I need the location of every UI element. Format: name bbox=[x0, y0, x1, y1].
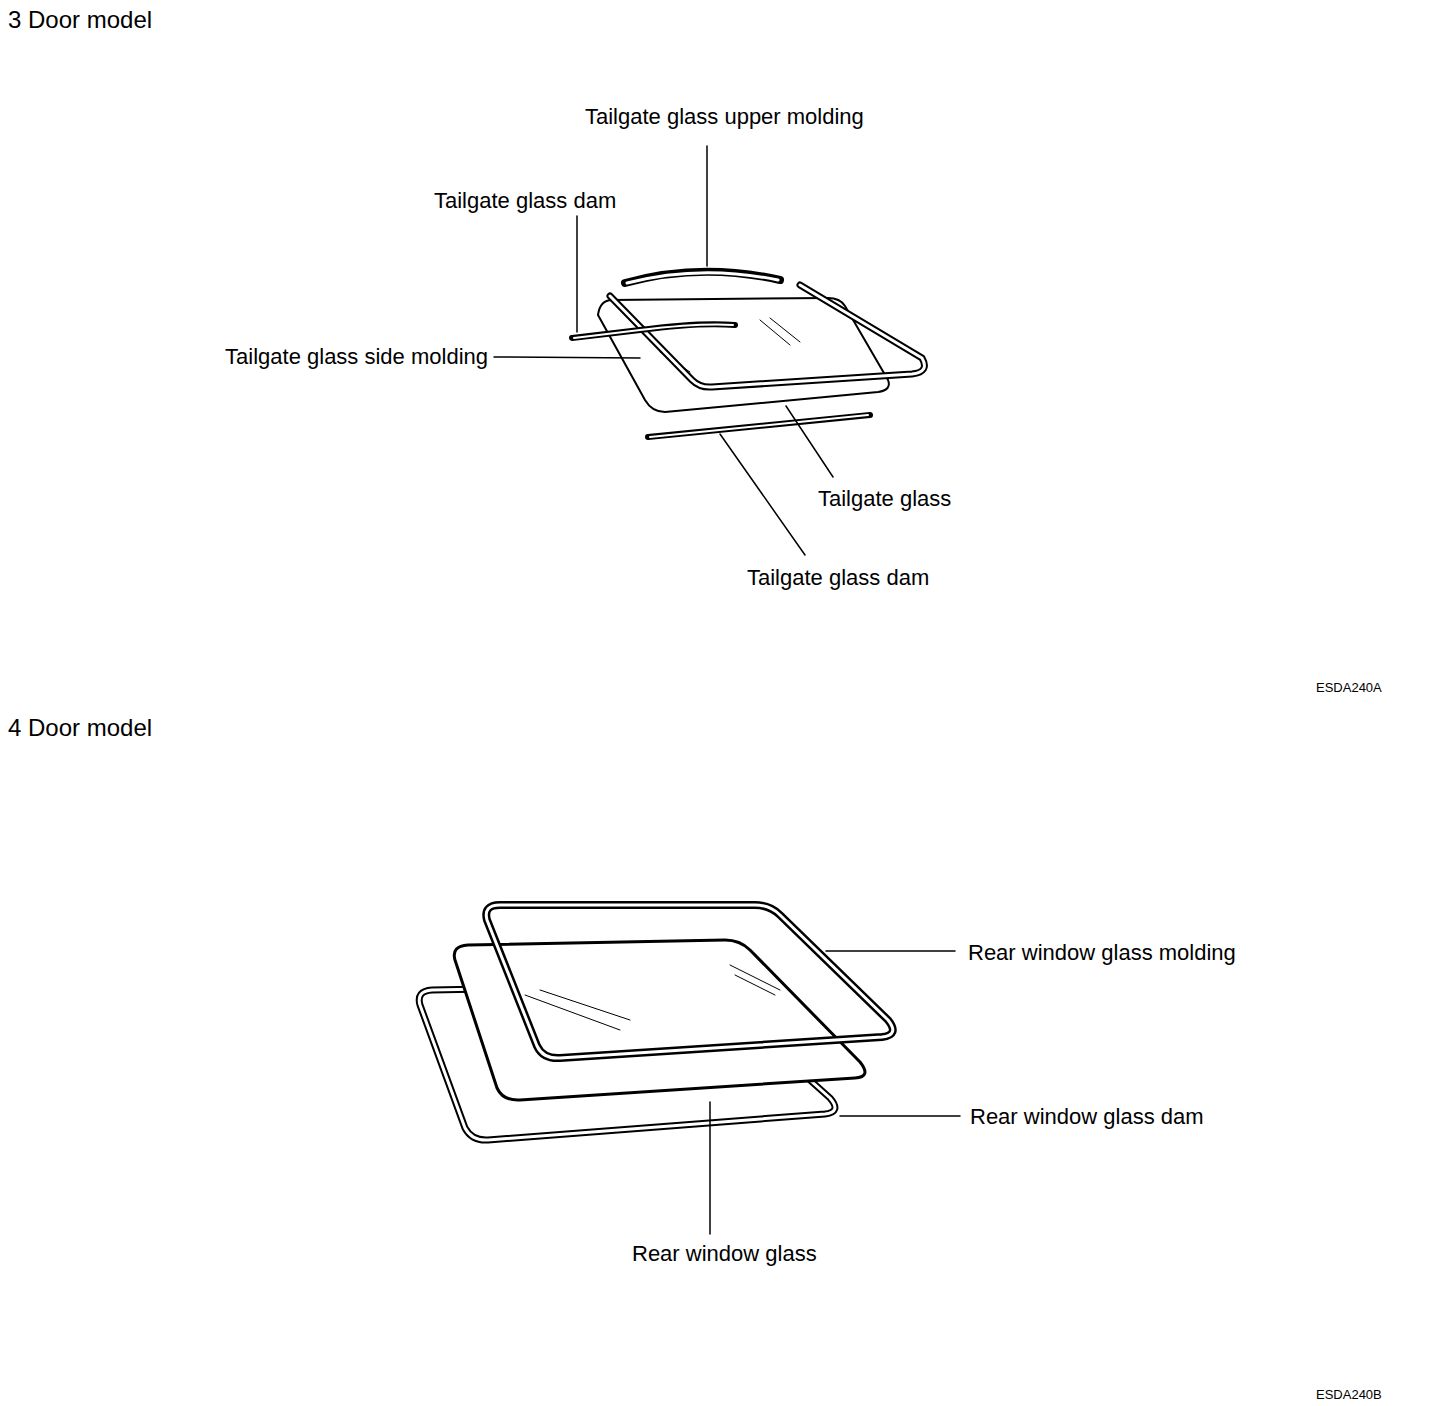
part-name: Rear window glass bbox=[632, 1241, 817, 1267]
section-heading: 4 Door model bbox=[8, 714, 152, 742]
part-name: Tailgate glass dam bbox=[434, 188, 616, 214]
part-name: Tailgate glass dam bbox=[747, 565, 929, 591]
part-name: Tailgate glass bbox=[818, 486, 951, 512]
figure-code: ESDA240B bbox=[1316, 1387, 1382, 1403]
lower-dam-strip bbox=[648, 415, 870, 437]
upper-molding bbox=[625, 272, 780, 283]
side-molding bbox=[610, 285, 924, 387]
part-name: Rear window glass molding bbox=[968, 940, 1236, 966]
part-name: Tailgate glass side molding bbox=[225, 344, 488, 370]
figure-code: ESDA240A bbox=[1316, 680, 1382, 696]
leader-lines bbox=[710, 951, 960, 1234]
rear-window-molding bbox=[486, 905, 893, 1058]
section-heading: 3 Door model bbox=[8, 6, 152, 34]
upper-dam-strip bbox=[572, 324, 735, 338]
part-name: Tailgate glass upper molding bbox=[585, 104, 864, 130]
part-name: Rear window glass dam bbox=[970, 1104, 1204, 1130]
rear-window-pane bbox=[454, 940, 865, 1100]
